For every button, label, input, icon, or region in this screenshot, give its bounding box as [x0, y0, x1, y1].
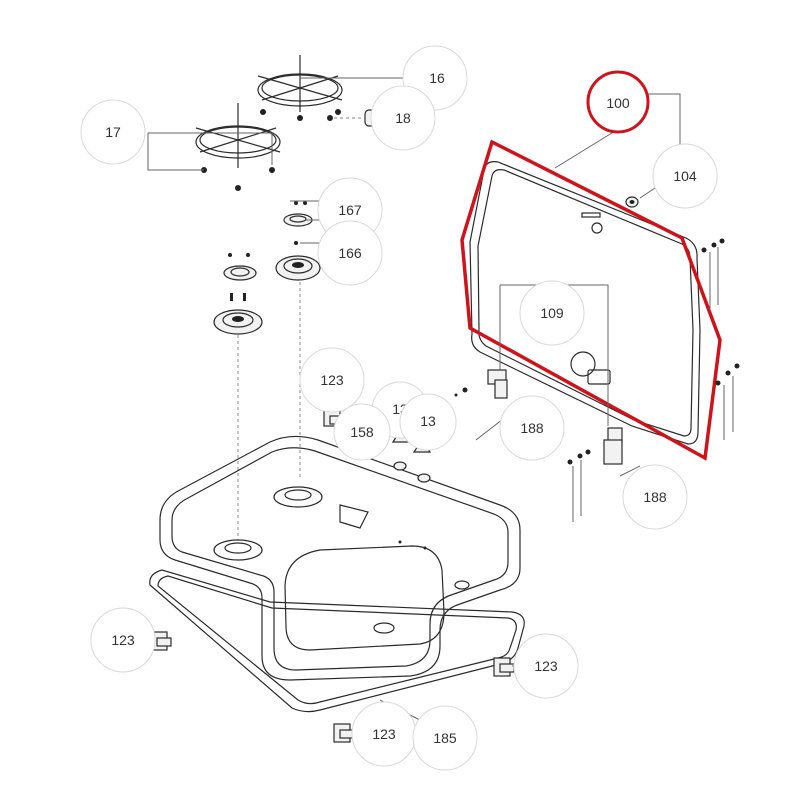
callout-188-a: 188: [499, 395, 565, 461]
callout-label-167: 167: [338, 202, 362, 218]
hob-sink-tray[interactable]: [159, 435, 521, 681]
clamp-123-right[interactable]: [493, 657, 515, 677]
pan-support-17[interactable]: [195, 103, 281, 191]
callout-label-16: 16: [429, 70, 445, 86]
callout-158: 158: [333, 403, 391, 461]
burner-cap-167[interactable]: [283, 201, 313, 245]
burner-166[interactable]: [275, 255, 321, 281]
callout-label-123d: 123: [372, 726, 396, 742]
callout-label-185: 185: [433, 730, 457, 746]
callout-100: 100: [586, 70, 650, 134]
clamp-123-bottom[interactable]: [333, 723, 355, 743]
pan-support-16[interactable]: [257, 55, 343, 121]
callout-17: 17: [80, 99, 146, 165]
callout-label-188b: 188: [643, 489, 667, 505]
callout-label-166: 166: [338, 245, 362, 261]
callout-label-13b: 13: [420, 413, 436, 429]
glass-lid-100[interactable]: [460, 139, 722, 461]
seal-185[interactable]: [149, 569, 525, 713]
hinge-hardware-right[interactable]: [701, 238, 740, 441]
callout-109: 109: [519, 280, 585, 346]
callout-166: 166: [317, 220, 383, 286]
callout-123-right: 123: [513, 633, 579, 699]
callout-label-104: 104: [673, 168, 697, 184]
hinge-right[interactable]: [567, 427, 623, 522]
callout-label-17: 17: [105, 124, 121, 140]
callout-123-bottom: 123: [351, 701, 417, 767]
callout-13-b: 13: [399, 393, 457, 451]
callout-label-158: 158: [350, 424, 374, 440]
hinge-left[interactable]: [454, 360, 508, 399]
callout-label-18: 18: [395, 110, 411, 126]
callout-104: 104: [652, 143, 718, 209]
callout-label-123b: 123: [111, 632, 135, 648]
callout-label-100: 100: [606, 95, 630, 111]
callout-label-123a: 123: [320, 372, 344, 388]
callout-label-123c: 123: [534, 658, 558, 674]
grommet-104[interactable]: [625, 196, 639, 208]
callout-123-top: 123: [299, 347, 365, 413]
callout-185: 185: [412, 705, 478, 771]
callout-18: 18: [370, 85, 436, 151]
callout-188-b: 188: [622, 464, 688, 530]
callout-123-left: 123: [90, 607, 156, 673]
callout-label-109: 109: [540, 305, 564, 321]
callout-label-188a: 188: [520, 420, 544, 436]
burner-left[interactable]: [213, 253, 263, 335]
